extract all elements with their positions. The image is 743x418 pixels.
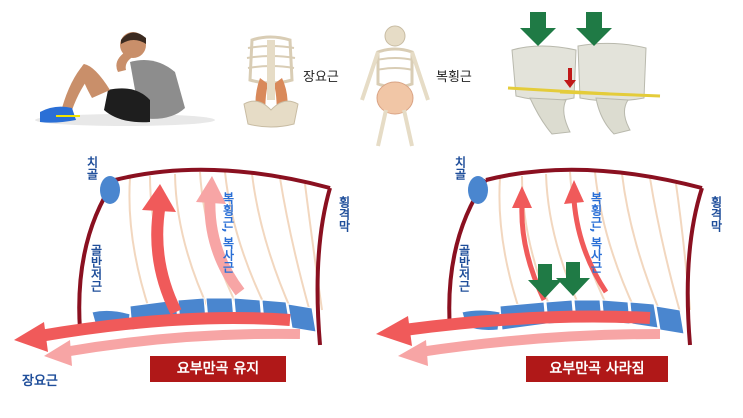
situp-photo [33, 18, 215, 130]
left-pubis-label: 치골 [84, 156, 101, 180]
left-diaphragm-label: 횡격막 [336, 196, 353, 232]
psoas-label-top: 장요근 [303, 66, 339, 85]
right-oblique-label: 복횡근, 복사근 [588, 192, 605, 273]
right-pelvic-floor-label: 골반저근 [456, 244, 473, 292]
right-core-diagram [376, 170, 702, 366]
right-pubis-label: 치골 [452, 156, 469, 180]
skeleton-psoas-image [236, 30, 306, 145]
left-core-diagram [14, 170, 330, 366]
left-oblique-label: 복횡근, 복사근 [220, 192, 237, 273]
left-psoas-label: 장요근 [22, 370, 58, 389]
left-banner: 요부만곡 유지 [150, 356, 286, 382]
right-diaphragm-label: 횡격막 [708, 196, 725, 232]
right-banner: 요부만곡 사라짐 [526, 356, 668, 382]
left-pelvic-floor-label: 골반저근 [88, 244, 105, 292]
skeleton-transversus-image [355, 22, 435, 147]
vertebrae-compression-image [508, 12, 660, 134]
transversus-label-top: 복횡근 [436, 66, 472, 85]
